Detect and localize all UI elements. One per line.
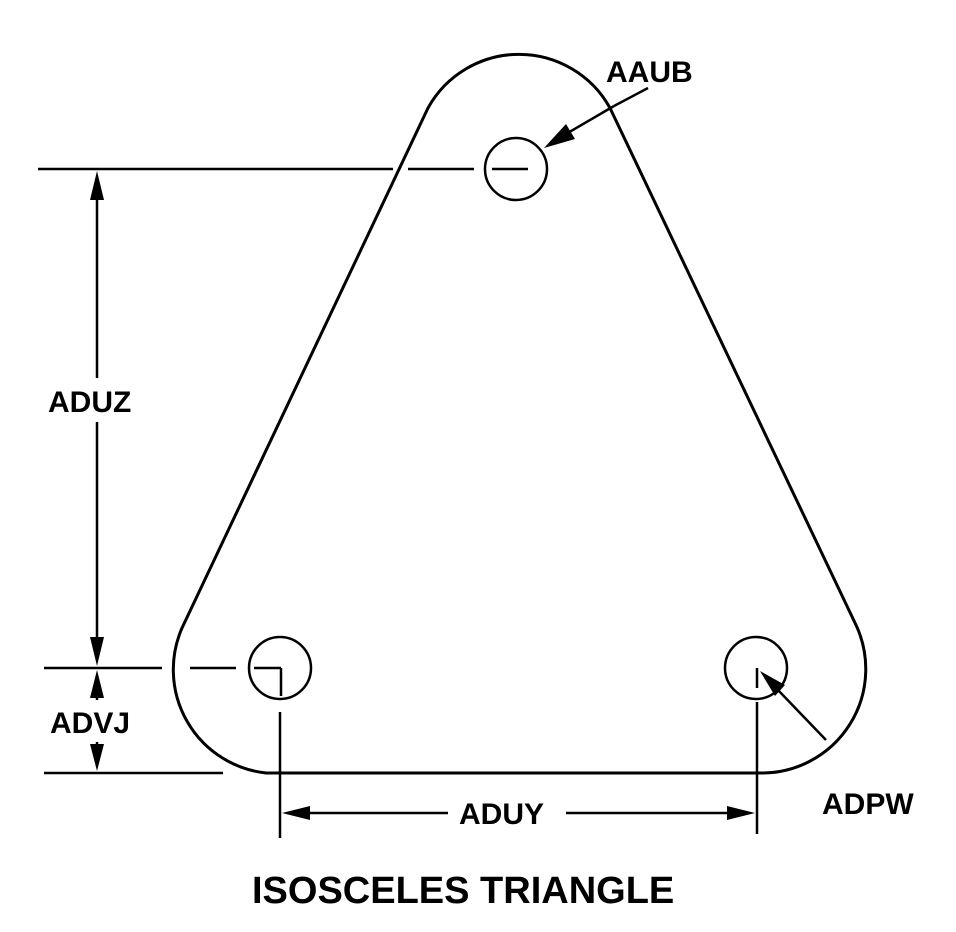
corner-radius-callout-label: ADPW [822,788,914,821]
diagram-title: ISOSCELES TRIANGLE [252,870,674,912]
left-hole [247,635,313,701]
base-arrow-left [282,806,310,820]
hole-callout-leader-tail [613,86,649,108]
height-arrow-top [90,171,104,200]
hole-callout-label: AAUB [606,56,693,89]
right-hole [723,635,789,701]
height-dimension-label: ADUZ [48,386,131,419]
height-arrow-bottom [90,637,104,666]
bottom-offset-dimension-label: ADVJ [50,707,130,740]
hole-callout-arrow [544,124,575,148]
offset-arrow-top [90,670,104,698]
offset-arrow-bottom [90,744,104,771]
top-hole [483,136,549,202]
radius-callout-arrow [760,671,785,696]
hole-callout-leader [565,104,615,136]
radius-callout-leader [776,688,827,741]
plate-outline [171,52,868,775]
base-width-dimension-label: ADUY [459,798,544,831]
base-arrow-right [727,806,755,820]
